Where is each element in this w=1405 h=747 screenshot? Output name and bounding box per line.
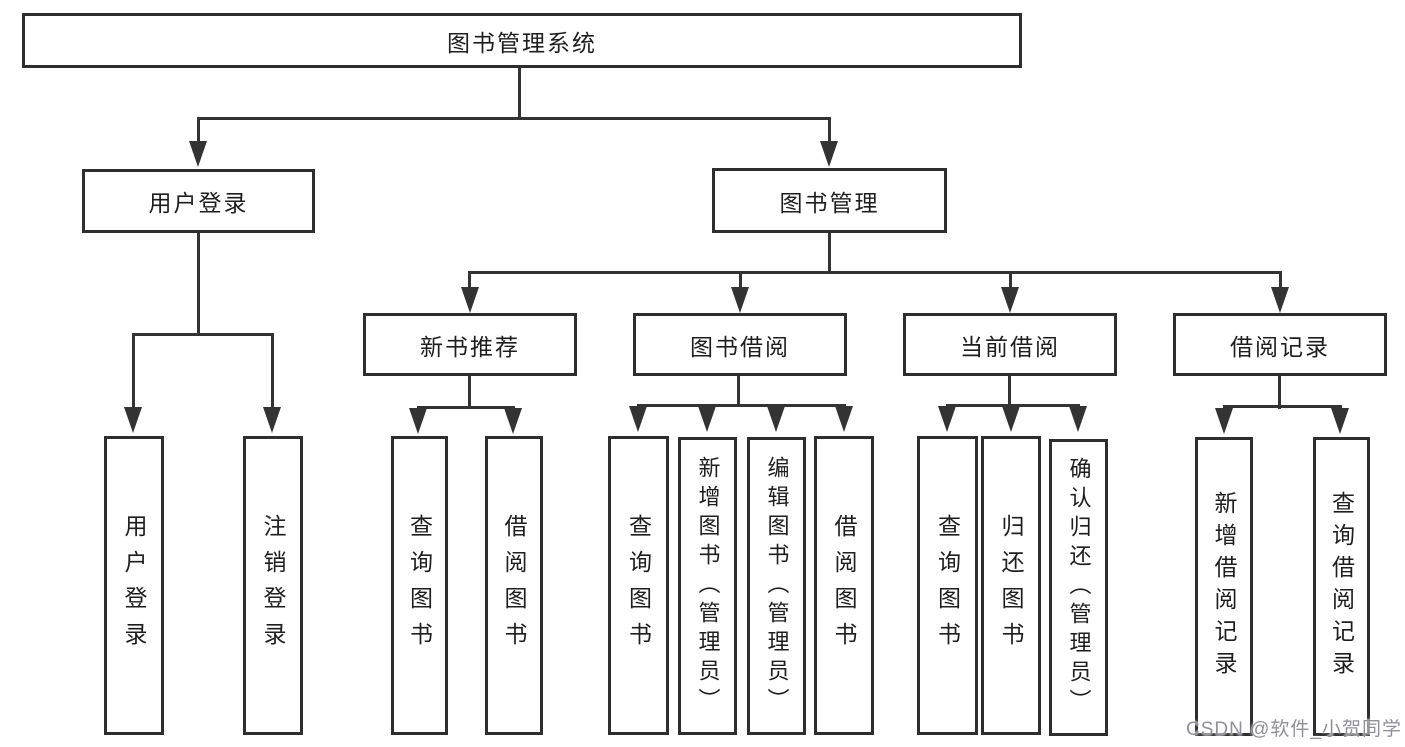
leaf-bb-query-books-label: 查询图书 [625, 513, 652, 658]
connector-borrow-records-stem [1278, 376, 1281, 409]
node-book-borrowing: 图书借阅 [633, 313, 847, 376]
arrow-down-icon [1215, 408, 1233, 434]
arrow-down-icon [1271, 287, 1289, 313]
arrow-down-icon [124, 407, 142, 433]
leaf-nb-query-books-label: 查询图书 [406, 513, 433, 658]
connector-new-books-stem [468, 376, 471, 409]
connector-book-borrow-bus [637, 404, 846, 407]
leaf-nb-borrow-books-label: 借阅图书 [501, 513, 527, 658]
node-book-management: 图书管理 [712, 168, 947, 233]
arrow-down-icon [461, 287, 479, 313]
node-library-system-label: 图书管理系统 [447, 29, 597, 56]
node-new-book-recommend: 新书推荐 [363, 313, 577, 376]
arrow-down-icon [1331, 408, 1349, 434]
arrow-down-icon [629, 406, 647, 432]
node-borrowing-records: 借阅记录 [1173, 313, 1387, 376]
leaf-bb-add-books-admin-label: 新增图书（管理员） [695, 455, 721, 717]
leaf-logout: 注销登录 [243, 436, 303, 735]
arrow-down-icon [1001, 287, 1019, 313]
connector-drop-new-books [468, 271, 471, 289]
leaf-nb-query-books: 查询图书 [391, 436, 448, 735]
leaf-bb-edit-books-admin-label: 编辑图书（管理员） [764, 455, 790, 717]
connector-book-borrow-stem [737, 376, 740, 407]
node-library-system: 图书管理系统 [22, 13, 1022, 68]
leaf-br-query-record: 查询借阅记录 [1313, 437, 1370, 736]
node-user-login-label: 用户登录 [148, 190, 249, 216]
connector-root-bus [197, 117, 831, 120]
connector-user-login-bus [132, 333, 274, 336]
leaf-user-login-label: 用户登录 [121, 513, 147, 658]
node-new-book-recommend-label: 新书推荐 [420, 333, 520, 360]
node-current-borrowing-label: 当前借阅 [960, 333, 1060, 360]
connector-book-mgmt-bus [468, 271, 1282, 274]
arrow-down-icon [835, 406, 853, 432]
connector-drop-book-borrow [739, 271, 742, 289]
connector-drop-user-login [197, 117, 200, 145]
connector-current-borrow-stem [1008, 376, 1011, 407]
leaf-cb-query-books-label: 查询图书 [934, 513, 961, 658]
connector-user-login-stem [197, 233, 200, 336]
connector-new-books-bus [417, 406, 515, 409]
leaf-user-login: 用户登录 [104, 436, 164, 735]
leaf-cb-query-books: 查询图书 [917, 436, 978, 735]
arrow-down-icon [698, 406, 716, 432]
arrow-down-icon [731, 287, 749, 313]
leaf-br-add-record: 新增借阅记录 [1195, 437, 1253, 736]
node-current-borrowing: 当前借阅 [903, 313, 1117, 376]
connector-root-stem [518, 68, 521, 118]
node-borrowing-records-label: 借阅记录 [1230, 333, 1330, 360]
connector-book-mgmt-stem [828, 233, 831, 274]
leaf-bb-edit-books-admin: 编辑图书（管理员） [747, 437, 806, 735]
leaf-bb-query-books: 查询图书 [608, 436, 669, 735]
leaf-cb-return-books-label: 归还图书 [998, 513, 1024, 658]
connector-drop-borrow-records [1279, 271, 1282, 289]
node-user-login: 用户登录 [82, 169, 315, 233]
connector-drop-login-leaf [132, 333, 135, 409]
leaf-bb-borrow-books-label: 借阅图书 [831, 513, 857, 658]
leaf-bb-add-books-admin: 新增图书（管理员） [678, 437, 737, 735]
leaf-cb-confirm-return-admin: 确认归还（管理员） [1049, 439, 1108, 736]
leaf-nb-borrow-books: 借阅图书 [485, 436, 543, 735]
arrow-down-icon [767, 406, 785, 432]
leaf-cb-confirm-return-admin-label: 确认归还（管理员） [1066, 457, 1092, 718]
arrow-down-icon [263, 407, 281, 433]
arrow-down-icon [409, 408, 427, 434]
connector-drop-book-mgmt [828, 117, 831, 145]
csdn-watermark: CSDN @软件_小贺同学 [1186, 719, 1402, 740]
node-book-management-label: 图书管理 [779, 189, 880, 216]
arrow-down-icon [938, 406, 956, 432]
node-book-borrowing-label: 图书借阅 [690, 333, 790, 360]
leaf-logout-label: 注销登录 [260, 513, 286, 658]
arrow-down-icon [504, 408, 522, 434]
leaf-cb-return-books: 归还图书 [981, 436, 1041, 735]
arrow-down-icon [189, 141, 207, 167]
arrow-down-icon [1069, 406, 1087, 432]
connector-drop-logout-leaf [271, 333, 274, 409]
connector-borrow-records-bus [1223, 405, 1342, 408]
connector-drop-current-borrow [1009, 271, 1012, 289]
arrow-down-icon [1002, 406, 1020, 432]
arrow-down-icon [820, 141, 838, 167]
leaf-br-query-record-label: 查询借阅记录 [1328, 490, 1355, 683]
leaf-br-add-record-label: 新增借阅记录 [1211, 490, 1237, 683]
connector-current-borrow-bus [946, 404, 1080, 407]
leaf-bb-borrow-books: 借阅图书 [814, 436, 874, 735]
